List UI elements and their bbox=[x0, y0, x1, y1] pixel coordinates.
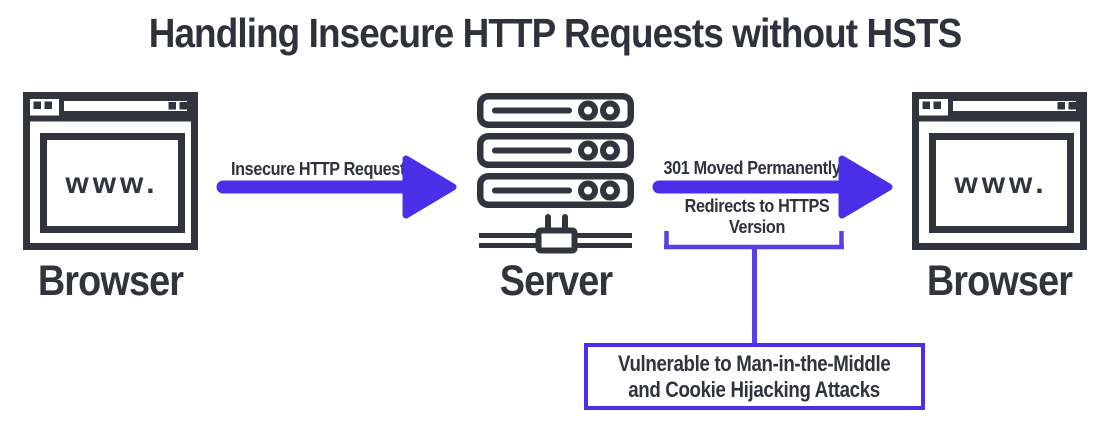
www-text: www. bbox=[64, 167, 158, 200]
www-text: www. bbox=[953, 167, 1047, 200]
redirect-arrow-label-bottom: Redirects to HTTPS Version bbox=[684, 196, 830, 237]
page-title: Handling Insecure HTTP Requests without … bbox=[148, 10, 963, 56]
bracket bbox=[664, 231, 844, 250]
redirect-arrow-label-top: 301 Moved Permanently bbox=[663, 158, 841, 178]
browser-window-icon-left: www. bbox=[23, 92, 198, 250]
connector-line bbox=[752, 249, 757, 345]
server-label: Server bbox=[499, 257, 613, 305]
callout-line1: Vulnerable to Man-in-the-Middle bbox=[618, 350, 891, 376]
vulnerability-callout: Vulnerable to Man-in-the-Middle and Cook… bbox=[584, 343, 925, 410]
callout-line2: and Cookie Hijacking Attacks bbox=[628, 376, 881, 402]
request-arrow bbox=[216, 155, 457, 219]
browser-left-label: Browser bbox=[37, 257, 184, 305]
browser-right-label: Browser bbox=[926, 257, 1073, 305]
browser-window-icon-right: www. bbox=[912, 92, 1087, 250]
server-icon bbox=[477, 93, 634, 254]
request-arrow-label: Insecure HTTP Request bbox=[230, 159, 405, 179]
redirect-arrow bbox=[652, 155, 893, 219]
